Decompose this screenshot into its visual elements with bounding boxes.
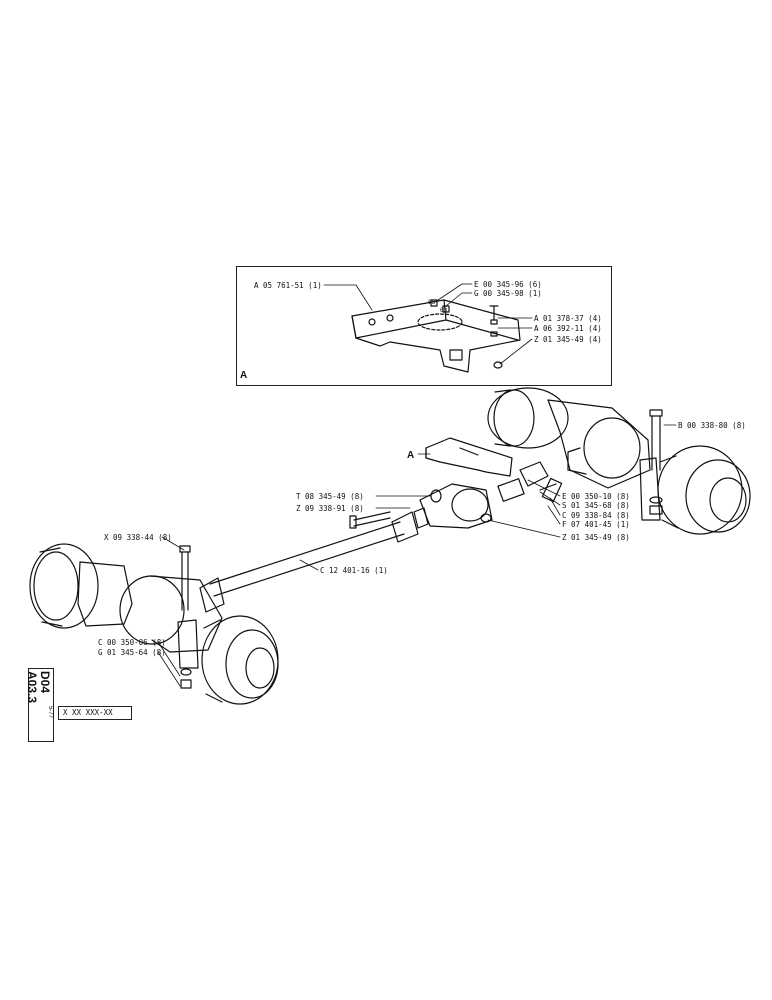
front-axle-bolt (179, 545, 192, 689)
label-c-washer: C 00 350-06 (8) (98, 638, 166, 647)
label-e-washer: E 00 350-10 (8) (562, 492, 630, 501)
cross-bracket (425, 437, 513, 477)
label-f-flange: F 07 401-45 (1) (562, 520, 630, 529)
label-c-bolt: C 09 338-84 (8) (562, 511, 630, 520)
label-z-bolt: Z 09 338-91 (8) (296, 504, 364, 513)
front-axle-assembly (29, 543, 279, 705)
inset-leader-lines (323, 283, 533, 365)
label-c-shaft: C 12 401-16 (1) (320, 566, 388, 575)
label-s: S 01 345-68 (8) (562, 501, 630, 510)
inset-label-a2: A 06 392-11 (4) (534, 324, 602, 333)
sheet-code-line2: A03.3 (25, 671, 39, 704)
rear-axle-assembly (487, 387, 751, 535)
label-z-nut: Z 01 345-49 (8) (562, 533, 630, 542)
inset-label-e: E 00 345-96 (6) (474, 280, 542, 289)
inset-label-bracket: A 05 761-51 (1) (254, 281, 322, 290)
sheet-code-block: D04 A03.3 (25, 668, 54, 742)
detail-callout-letter: A (407, 450, 415, 461)
inset-detail-frame (236, 266, 612, 386)
label-x-bolt: X 09 338-44 (8) (104, 533, 172, 542)
inset-label-g: G 00 345-98 (1) (474, 289, 542, 298)
inset-label-z: Z 01 345-49 (4) (534, 335, 602, 344)
inset-bolts (430, 299, 503, 369)
label-g-nut: G 01 345-64 (8) (98, 648, 166, 657)
leader-lines (157, 424, 677, 687)
label-t: T 08 345-49 (8) (296, 492, 364, 501)
inset-letter: A (240, 370, 248, 381)
rear-axle-bolt (649, 409, 663, 515)
part-number: X XX XXX-XX (63, 708, 113, 717)
shaft-bolt (349, 511, 391, 529)
sheet-date: 5-77 (47, 706, 53, 719)
center-differential (413, 461, 563, 529)
part-number-box: X XX XXX-XX (58, 706, 132, 720)
label-b-bolt: B 00 338-80 (8) (678, 421, 746, 430)
inset-bracket-part (351, 299, 521, 373)
inset-label-a1: A 01 378-37 (4) (534, 314, 602, 323)
sheet-code-line1: D04 (38, 671, 52, 694)
propeller-shaft (199, 511, 419, 613)
inset-callout-65: 65 (428, 299, 436, 306)
inset-callout-63: 63 (440, 307, 448, 314)
